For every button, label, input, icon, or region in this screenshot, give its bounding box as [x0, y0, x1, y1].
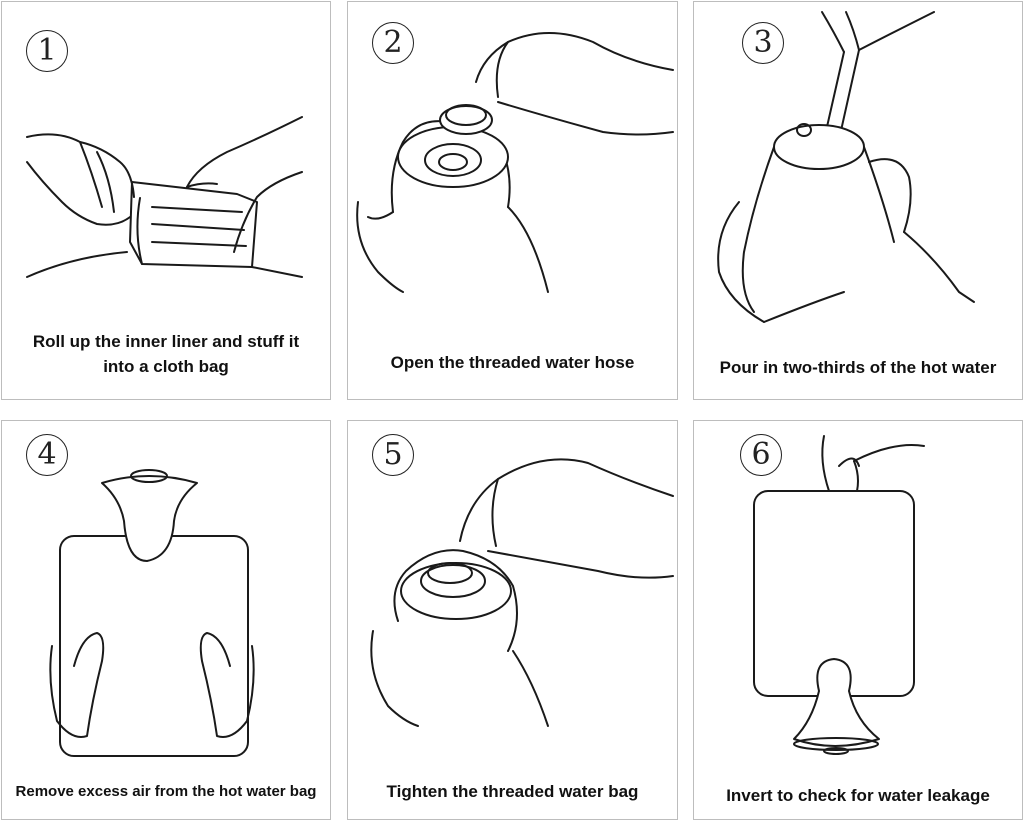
step-number-1: 1: [26, 30, 68, 72]
step-caption-4: Remove excess air from the hot water bag: [15, 783, 317, 800]
step-3-illustration: [717, 11, 975, 323]
step-caption-5: Tighten the threaded water bag: [386, 782, 639, 801]
step-2-illustration: [356, 32, 674, 293]
step-4-illustration: [49, 469, 255, 757]
step-number-2: 2: [372, 22, 414, 64]
step-caption-1: Roll up the inner liner and stuff it int…: [32, 332, 300, 376]
step-panel-2: 2 Open the threaded water hose: [347, 1, 678, 400]
step-number-6: 6: [740, 434, 782, 476]
step-6-illustration: [753, 435, 925, 755]
step-panel-6: 6 Invert to check for water leakage: [693, 420, 1023, 820]
step-panel-5: 5 Tighten the threaded water bag: [347, 420, 678, 820]
step-panel-4: 4 Remove excess air from the hot water b…: [1, 420, 331, 820]
step-number-3: 3: [742, 22, 784, 64]
step-panel-3: 3 Pour in two-thirds of the hot water: [693, 1, 1023, 400]
step-5-illustration: [370, 458, 674, 727]
step-caption-2: Open the threaded water hose: [390, 353, 635, 372]
step-1-illustration: [26, 116, 303, 278]
step-number-5: 5: [372, 434, 414, 476]
step-number-4: 4: [26, 434, 68, 476]
step-panel-1: 1 Roll up the inner liner and stuff it i…: [1, 1, 331, 400]
step-caption-3: Pour in two-thirds of the hot water: [719, 358, 997, 377]
step-caption-6: Invert to check for water leakage: [726, 786, 990, 805]
